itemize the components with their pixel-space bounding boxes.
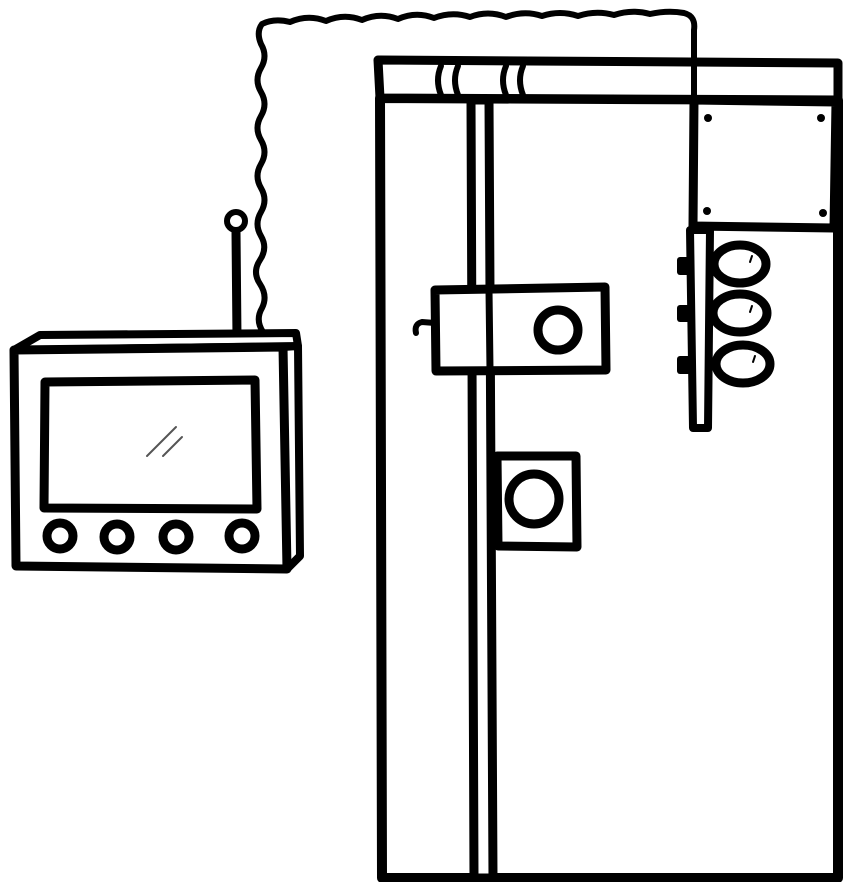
screen-glare-line-1 (146, 426, 177, 457)
indicator-lamp-2 (677, 289, 772, 337)
control-knob-2 (99, 519, 135, 555)
control-screen (39, 375, 262, 514)
control-knob-4 (224, 518, 260, 554)
cabinet (373, 53, 843, 882)
cabinet-top-rail (373, 55, 843, 105)
control-unit (9, 209, 304, 574)
plate-screw-4 (819, 209, 827, 217)
vertical-pipe (466, 95, 498, 882)
lamp-1-glint (749, 255, 753, 263)
control-knob-1 (42, 518, 78, 554)
rail-band-left (435, 63, 461, 98)
plate-screw-2 (817, 114, 825, 122)
screen-glare-line-2 (162, 436, 183, 457)
rail-band-right (500, 63, 526, 98)
lamp-3-glint (752, 355, 756, 363)
clamp-knob (533, 305, 583, 355)
pipe-clamp-divider (485, 286, 494, 374)
lamp-3-ring (711, 340, 775, 388)
clamp-handle (412, 319, 438, 336)
valve-bar (686, 226, 714, 432)
indicator-lamp-1 (677, 240, 771, 288)
mounting-plate (688, 95, 841, 233)
lamp-1-stub (677, 257, 691, 275)
plate-screw-1 (704, 114, 712, 122)
lamp-2-ring (708, 289, 772, 337)
lamp-1-ring (709, 240, 771, 288)
lamp-2-stub (677, 305, 691, 322)
indicator-lamp-3 (677, 340, 775, 388)
control-cable (253, 8, 698, 335)
lamp-3-stub (677, 356, 691, 374)
collar-knob (504, 469, 564, 529)
control-knob-3 (158, 519, 194, 555)
lamp-2-glint (749, 305, 753, 313)
antenna-rod (231, 227, 242, 343)
plate-screw-3 (703, 207, 711, 215)
antenna-tip (224, 209, 248, 233)
